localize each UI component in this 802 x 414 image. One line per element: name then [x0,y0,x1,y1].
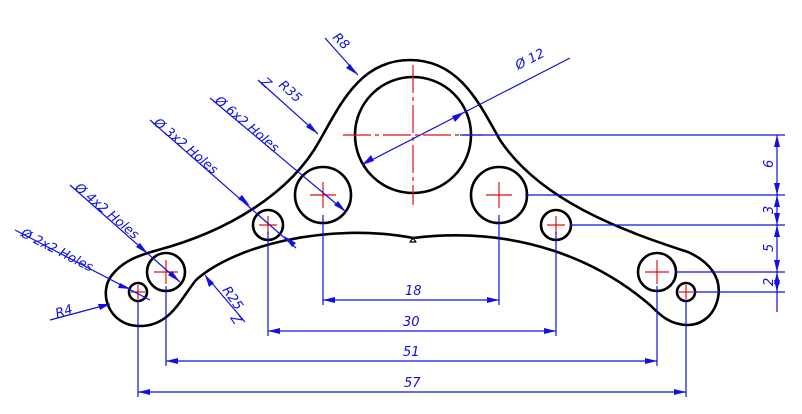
dim-label-5: 5 [762,244,777,252]
label-holes6: Ø 6x2 Holes [211,93,282,156]
label-r4: R4 [54,302,75,322]
extension-lines [137,134,785,397]
hole-large [353,75,473,195]
label-holes3: Ø 3x2 Holes [150,115,221,178]
center-lines [131,65,693,299]
leader-holes6 [209,97,347,213]
label-holes4: Ø 4x2 Holes [71,180,142,243]
dim-label-6: 6 [762,160,777,168]
dim-label-30: 30 [403,315,420,330]
dim-label-18: 18 [405,284,422,299]
dim-label-2: 2 [762,278,777,286]
vertical-dimensions: 6 3 5 2 [762,135,780,312]
leader-holes4 [69,184,181,283]
top-arch-notch [409,237,417,243]
label-r25-z: Z [226,311,245,329]
leaders: R8 R35 Z Ø 12 Ø 6x2 Holes Ø 3x2 Holes Ø … [14,30,571,329]
dim-label-51: 51 [403,345,420,360]
part-outline [104,58,721,328]
horizontal-dimensions: 18 30 51 57 [138,284,686,395]
dim-label-3: 3 [762,206,777,214]
label-holes2: Ø 2x2 Holes [17,226,95,276]
leader-holes3 [149,119,297,249]
label-r35-z: Z [257,74,275,93]
outer-profile [104,58,721,328]
label-r25: R25 [219,284,246,314]
dim-label-57: 57 [404,376,421,391]
label-r35: R35 [275,78,304,106]
label-dia12: Ø 12 [512,46,547,74]
label-r8: R8 [329,30,352,53]
leader-dia12 [361,57,571,166]
